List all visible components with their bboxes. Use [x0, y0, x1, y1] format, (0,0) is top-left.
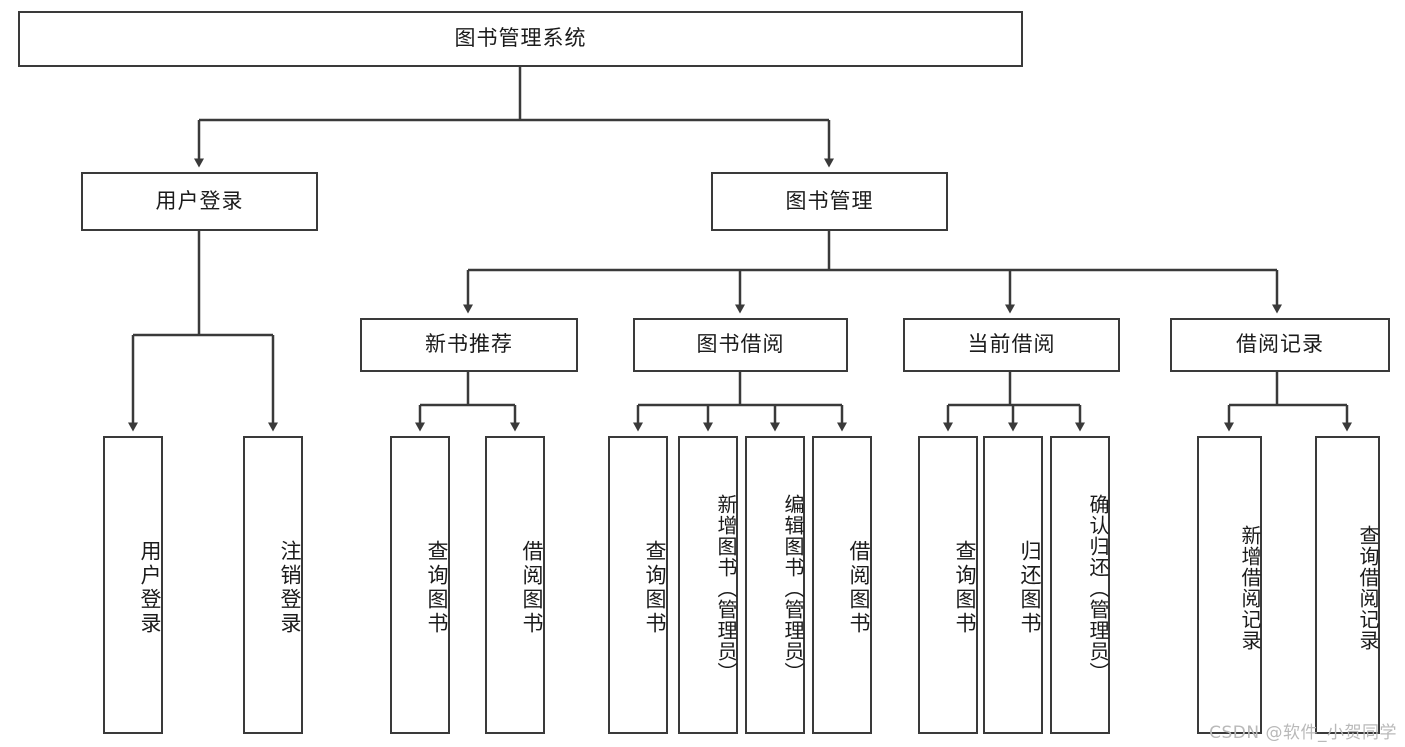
- leaf-borrow-add-book[interactable]: 新增图书（管理员）: [678, 436, 738, 734]
- leaf-borrow-borrow-book-label: 借阅图书: [847, 540, 871, 636]
- leaf-new-book-query-label: 查询图书: [425, 540, 449, 636]
- node-borrow-records[interactable]: 借阅记录: [1170, 318, 1390, 372]
- leaf-borrow-borrow-book[interactable]: 借阅图书: [812, 436, 872, 734]
- leaf-borrow-edit-book-label: 编辑图书（管理员）: [781, 493, 805, 683]
- leaf-borrow-edit-book[interactable]: 编辑图书（管理员）: [745, 436, 805, 734]
- leaf-current-return-book-label: 归还图书: [1018, 540, 1042, 636]
- leaf-current-return-book[interactable]: 归还图书: [983, 436, 1043, 734]
- node-borrow-records-label: 借阅记录: [1236, 332, 1324, 357]
- node-user-login-label: 用户登录: [155, 188, 244, 213]
- leaf-records-query[interactable]: 查询借阅记录: [1315, 436, 1380, 734]
- leaf-borrow-query-book[interactable]: 查询图书: [608, 436, 668, 734]
- leaf-new-book-borrow[interactable]: 借阅图书: [485, 436, 545, 734]
- leaf-current-query-book-label: 查询图书: [953, 540, 977, 636]
- leaf-borrow-query-book-label: 查询图书: [643, 540, 667, 636]
- leaf-user-login-signout[interactable]: 注销登录: [243, 436, 303, 734]
- leaf-records-query-label: 查询借阅记录: [1356, 525, 1380, 651]
- leaf-new-book-borrow-label: 借阅图书: [520, 540, 544, 636]
- leaf-borrow-add-book-label: 新增图书（管理员）: [714, 493, 738, 683]
- leaf-user-login-signout-label: 注销登录: [278, 540, 302, 636]
- node-book-management[interactable]: 图书管理: [711, 172, 948, 231]
- node-current-borrow-label: 当前借阅: [967, 332, 1056, 357]
- leaf-current-query-book[interactable]: 查询图书: [918, 436, 978, 734]
- leaf-current-confirm-return[interactable]: 确认归还（管理员）: [1050, 436, 1110, 734]
- leaf-user-login-signin[interactable]: 用户登录: [103, 436, 163, 734]
- node-current-borrow[interactable]: 当前借阅: [903, 318, 1120, 372]
- node-book-borrow-label: 图书借阅: [696, 332, 785, 357]
- node-root[interactable]: 图书管理系统: [18, 11, 1023, 67]
- node-new-book-recommend-label: 新书推荐: [425, 332, 513, 357]
- node-root-label: 图书管理系统: [454, 26, 587, 51]
- node-book-borrow[interactable]: 图书借阅: [633, 318, 848, 372]
- leaf-records-add[interactable]: 新增借阅记录: [1197, 436, 1262, 734]
- node-book-management-label: 图书管理: [785, 188, 874, 213]
- node-new-book-recommend[interactable]: 新书推荐: [360, 318, 578, 372]
- watermark: CSDN @软件_小贺同学: [1209, 723, 1397, 743]
- leaf-new-book-query[interactable]: 查询图书: [390, 436, 450, 734]
- node-user-login[interactable]: 用户登录: [81, 172, 318, 231]
- leaf-current-confirm-return-label: 确认归还（管理员）: [1086, 493, 1110, 683]
- leaf-user-login-signin-label: 用户登录: [138, 540, 162, 636]
- leaf-records-add-label: 新增借阅记录: [1238, 525, 1262, 651]
